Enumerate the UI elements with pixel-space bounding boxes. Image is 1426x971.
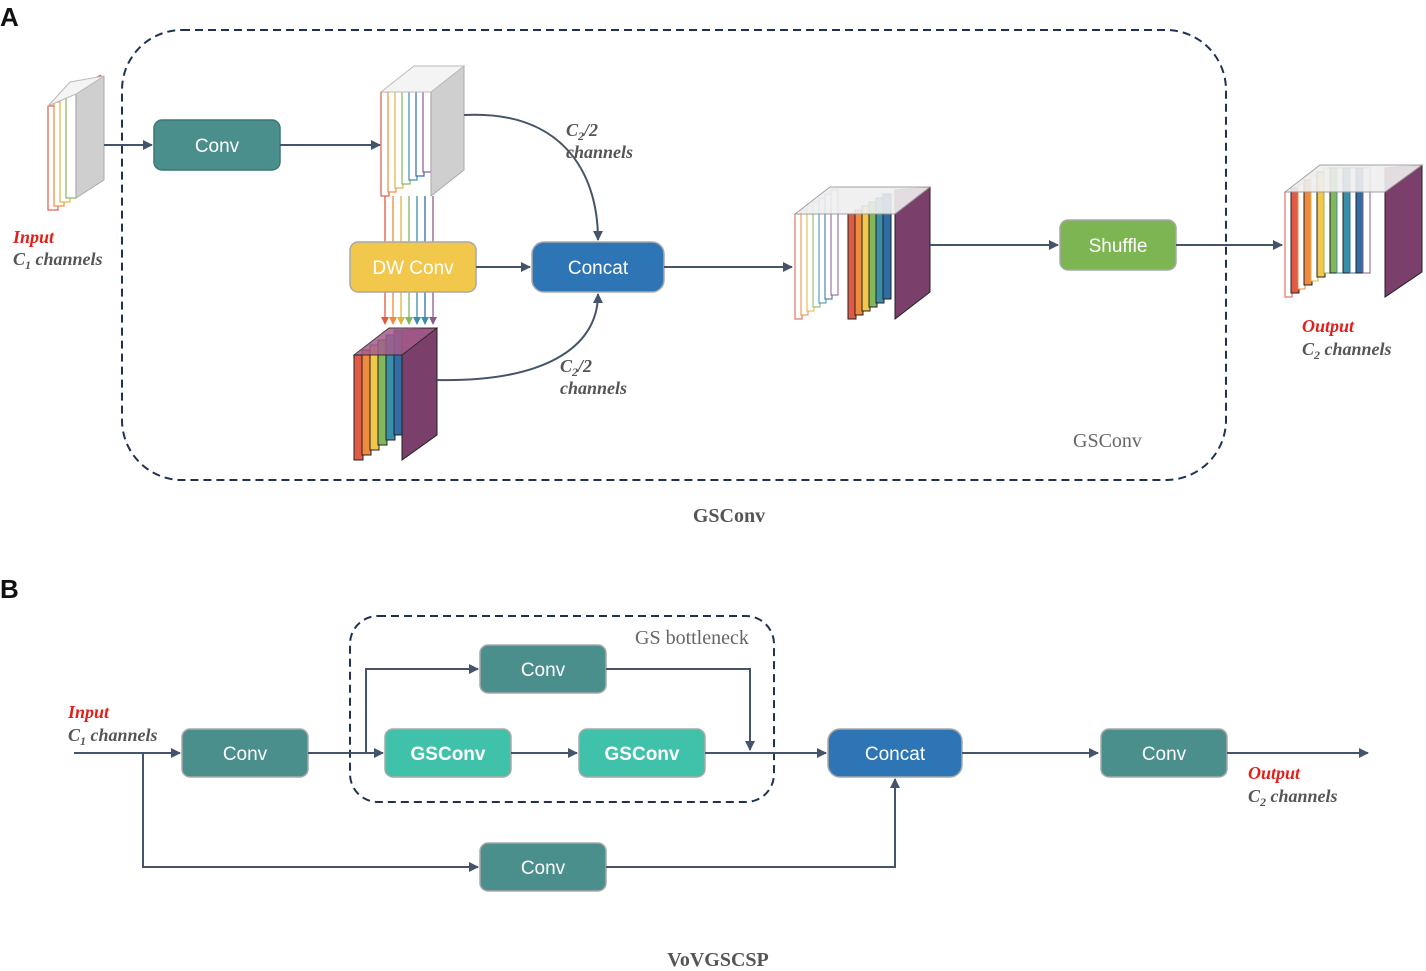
gsconv-group-label: GSConv [1073,430,1142,452]
svg-text:Shuffle: Shuffle [1089,236,1148,257]
shuffle-node: Shuffle [1059,219,1177,271]
panel-b-input-sub: C1 channels [68,725,158,748]
panel-a-input-sub: C1 channels [13,249,103,272]
svg-text:GSConv: GSConv [411,744,486,765]
svg-text:Conv: Conv [521,858,566,879]
gsconv-2-node: GSConv [578,728,706,778]
panel-a-caption: GSConv [693,505,765,527]
svg-text:Conv: Conv [1142,744,1187,765]
conv-output-tensor [379,64,466,198]
conv-in-node: Conv [181,728,309,778]
edge-b-branch-top [365,664,479,753]
svg-text:Conv: Conv [521,660,566,681]
edge-label-bottom: C2/2 [560,356,592,379]
gsconv-group-border [121,29,1227,481]
panel-a-input-title: Input [12,227,55,247]
svg-text:GSConv: GSConv [605,744,680,765]
panel-a-output-sub: C2 channels [1302,339,1392,362]
svg-text:Conv: Conv [223,744,268,765]
panel-a-letter: A [0,2,19,32]
edge-tensor-concat-top [463,113,603,241]
panel-b-letter: B [0,574,19,604]
conv-top-node: Conv [479,644,607,694]
output-tensor-a [1283,164,1424,298]
edge-label-top: C2/2 [566,120,598,143]
dw-output-tensor [352,327,439,461]
dw-conv-node: DW Conv [349,241,477,293]
gsconv-1-node: GSConv [384,728,512,778]
concat-node-a: Concat [531,241,665,293]
concat-output-tensor [793,186,932,321]
panel-b-caption: VoVGSCSP [667,949,769,971]
edge-b-conv-top-merge [606,668,755,751]
conv-node-a: Conv [153,119,281,171]
input-tensor-a [47,74,105,211]
svg-text:DW Conv: DW Conv [372,258,454,279]
edge-label-top-line2: channels [566,142,633,162]
conv-out-node: Conv [1100,728,1228,778]
edge-b-branch-bottom [142,753,479,872]
conv-bottom-node: Conv [479,842,607,892]
svg-text:Concat: Concat [568,258,629,279]
gs-bottleneck-label: GS bottleneck [635,627,749,649]
svg-text:Conv: Conv [195,136,240,157]
panel-b-output-title: Output [1248,763,1301,783]
edge-label-bottom-line2: channels [560,378,627,398]
edge-dw-concat-bottom [436,293,603,382]
panel-b-output-sub: C2 channels [1248,786,1338,809]
gs-bottleneck-border [349,615,775,803]
panel-b-input-title: Input [67,702,110,722]
concat-node-b: Concat [827,728,963,778]
panel-a-output-title: Output [1302,316,1355,336]
edge-b-conv-bottom-concat [606,778,900,868]
svg-text:Concat: Concat [865,744,926,765]
